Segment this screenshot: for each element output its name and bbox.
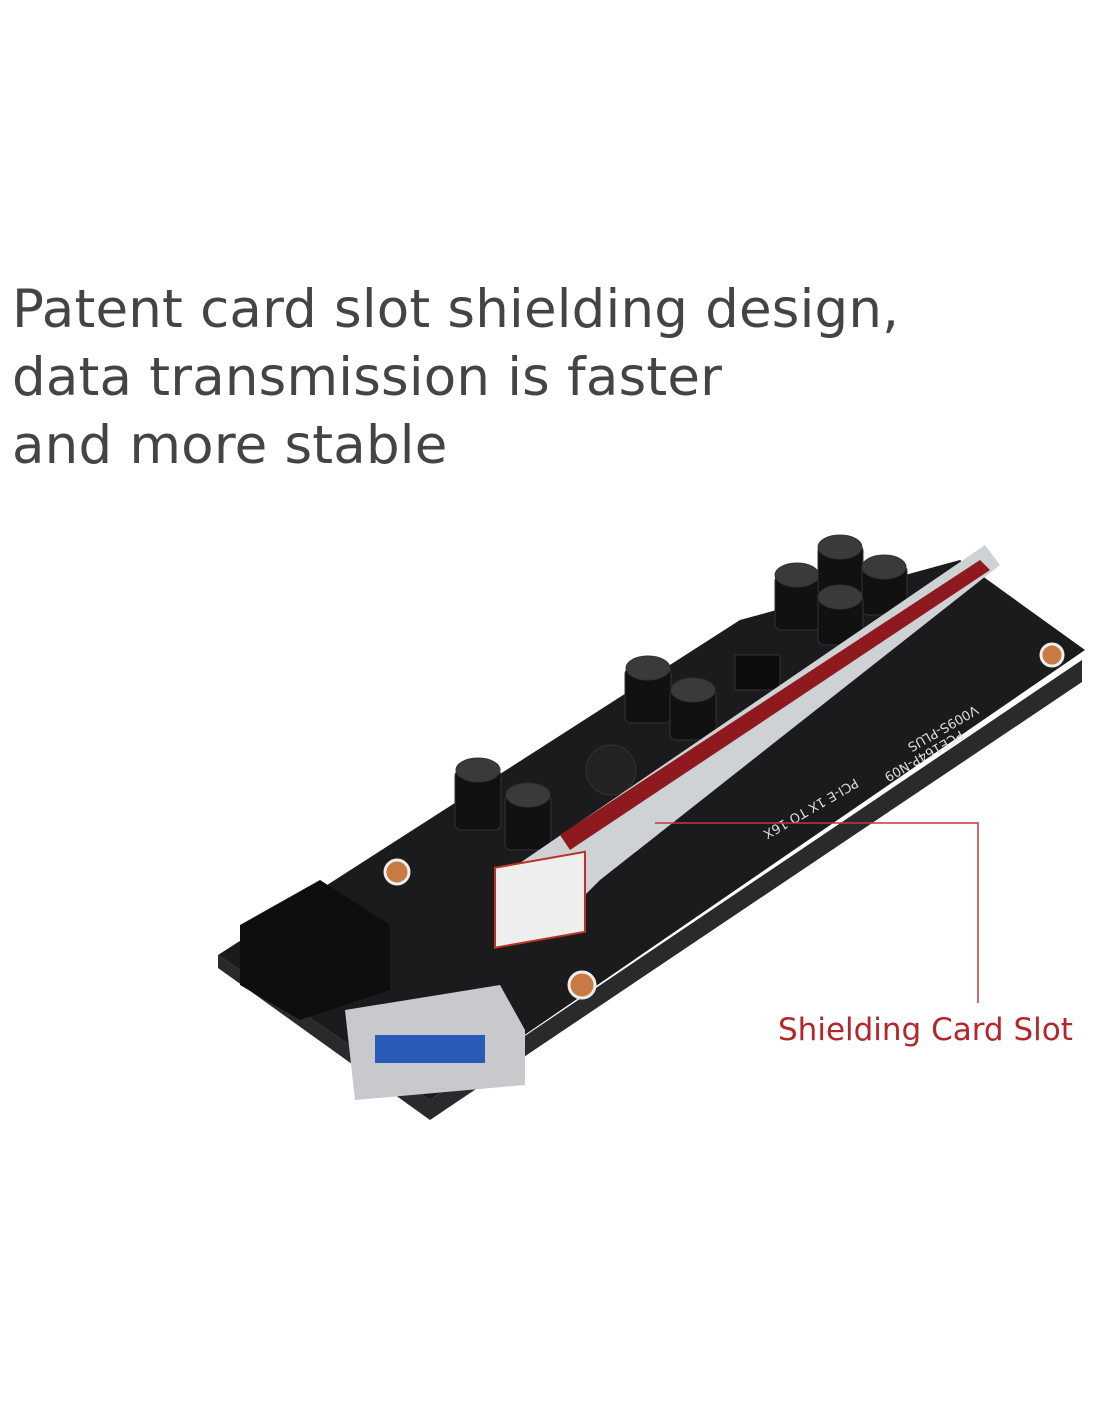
slot-latch <box>494 850 586 949</box>
mounting-holes <box>383 642 1065 1000</box>
slot-red-pins <box>560 560 990 850</box>
usb-port-tongue <box>375 1035 485 1063</box>
headline-line-2: data transmission is faster <box>12 347 723 408</box>
headline-line-1: Patent card slot shielding design, <box>12 279 900 340</box>
6-pin-power-connector <box>240 880 390 1020</box>
callout-label: Shielding Card Slot <box>778 1012 1073 1048</box>
headline-line-3: and more stable <box>12 415 448 476</box>
headline: Patent card slot shielding design, data … <box>12 276 899 480</box>
callout-line <box>655 822 979 1003</box>
capacitors <box>454 534 908 851</box>
